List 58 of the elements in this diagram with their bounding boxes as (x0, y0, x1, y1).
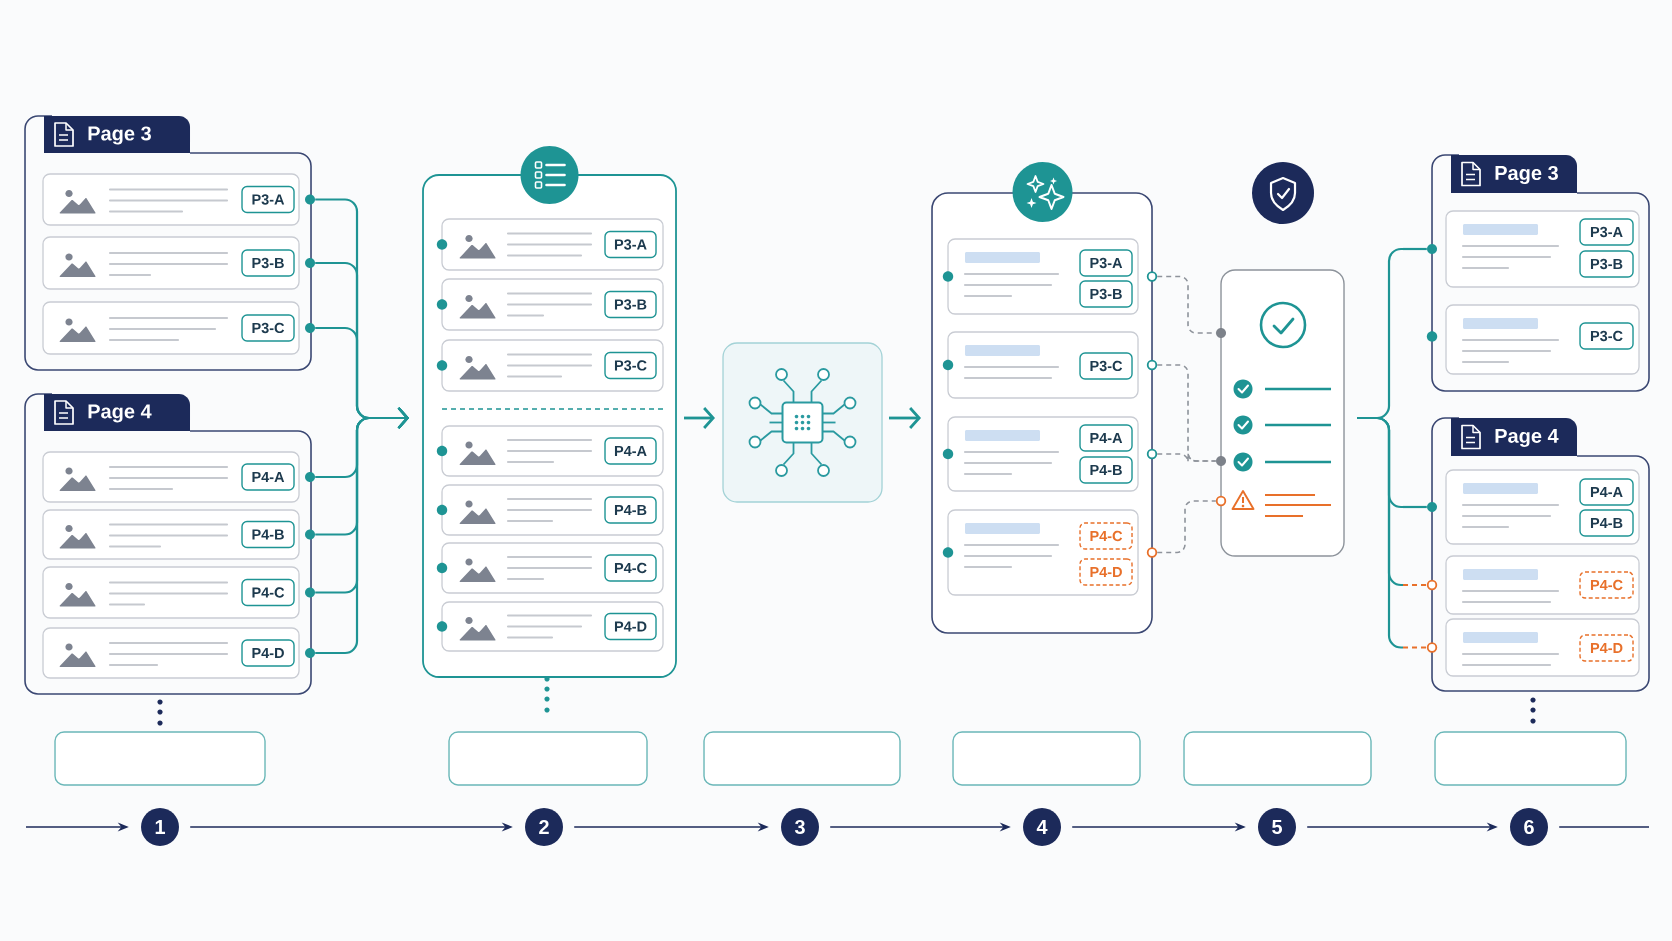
step-number: 3 (781, 808, 819, 846)
tag-label: P3-A (1579, 218, 1634, 246)
bracket-arrow (315, 407, 409, 655)
connector-ring (1426, 579, 1438, 591)
tag-label: P4-A (1079, 424, 1133, 452)
tag-label: P3-B (604, 290, 657, 319)
tag-label: P4-C (1579, 571, 1634, 599)
tag-label: P3-C (241, 314, 295, 342)
blank-box (448, 731, 648, 786)
step-number: 1 (141, 808, 179, 846)
connector-ring (1215, 495, 1227, 507)
tag-label: P4-C (241, 578, 295, 607)
tag-label: P3-B (1079, 280, 1133, 308)
checklist-panel (1220, 269, 1345, 557)
tag-label: P3-A (604, 230, 657, 259)
page-tab: Page 4 (1451, 418, 1577, 456)
connector-ring (1146, 271, 1158, 282)
tag-label: P3-C (1579, 322, 1634, 350)
tag-label: P4-B (604, 496, 657, 524)
tag-label: P3-A (1079, 249, 1133, 277)
tag-label: P4-D (1579, 634, 1634, 662)
timeline-line (1558, 826, 1650, 828)
connector-ring (1426, 642, 1438, 653)
dashed-connector (1156, 452, 1217, 463)
tag-label: P4-C (1079, 522, 1133, 550)
connector-ring (1146, 359, 1158, 371)
tag-label: P3-A (241, 185, 295, 214)
bracket-connector (1357, 416, 1427, 649)
page-tab: Page 3 (1451, 155, 1577, 193)
arrow (684, 407, 715, 429)
tag-label: P4-B (1079, 456, 1133, 484)
tag-label: P4-D (241, 639, 295, 667)
connector-ring (1146, 448, 1158, 460)
tag-label: P4-A (241, 463, 295, 491)
tag-label: P4-D (1079, 558, 1133, 586)
blank-box (703, 731, 901, 786)
connector-ring (1146, 547, 1158, 558)
step-number: 6 (1510, 808, 1548, 846)
tag-label: P4-C (604, 554, 657, 582)
blank-box (54, 731, 266, 786)
arrow (889, 407, 921, 429)
step-number: 4 (1023, 808, 1061, 846)
blank-box (952, 731, 1141, 786)
tag-label: P4-D (604, 612, 657, 641)
page-tab: Page 4 (44, 394, 190, 431)
step-number: 2 (525, 808, 563, 846)
blank-box (1183, 731, 1372, 786)
tag-label: P3-B (1579, 250, 1634, 278)
tag-label: P4-A (1579, 478, 1634, 506)
step-number: 5 (1258, 808, 1296, 846)
page-tab: Page 3 (44, 116, 190, 153)
blank-box (1434, 731, 1627, 786)
tag-label: P4-B (241, 520, 295, 549)
tag-label: P3-B (241, 249, 295, 277)
tag-label: P4-B (1579, 509, 1634, 537)
tag-label: P4-A (604, 437, 657, 465)
tag-label: P3-C (604, 351, 657, 380)
tag-label: P3-C (1079, 352, 1133, 380)
